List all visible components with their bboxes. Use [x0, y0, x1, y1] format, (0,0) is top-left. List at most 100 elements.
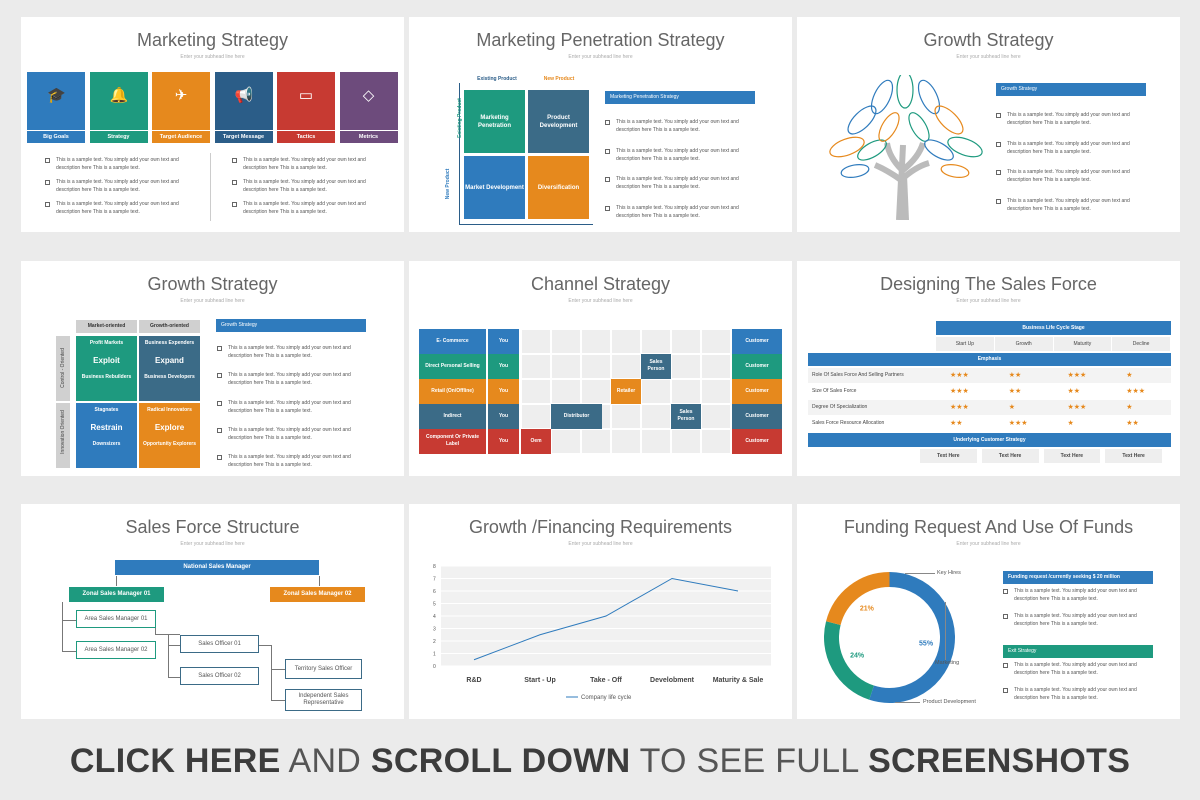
- slide-marketing-strategy[interactable]: Marketing Strategy Enter your subhead li…: [21, 17, 404, 232]
- strategy-tile: ✈: [152, 72, 210, 130]
- grid-cell: [521, 404, 551, 429]
- slide-title: Funding Request And Use Of Funds: [843, 517, 1134, 537]
- strategy-tile-label: Strategy: [89, 131, 148, 143]
- intermediary-cell: Oem: [521, 429, 551, 454]
- connector: [271, 669, 285, 670]
- slide-title: Designing The Sales Force: [880, 274, 1097, 294]
- slide-growth-strategy-matrix[interactable]: Growth Strategy Enter your subhead line …: [21, 261, 404, 476]
- cta-click-here[interactable]: CLICK HERE: [69, 742, 281, 780]
- connector: [116, 576, 117, 586]
- y-tick-label: 2: [433, 639, 436, 645]
- cta-screenshots: SCREENSHOTS: [868, 742, 1131, 780]
- video-camera-icon: ▭: [298, 87, 314, 104]
- bullet-text: This is a sample text. You simply add yo…: [996, 140, 1152, 156]
- grid-cell: [521, 354, 551, 379]
- grid-cell: [671, 354, 701, 379]
- channel-label: Direct Personal Selling: [419, 354, 486, 379]
- bullet-text: This is a sample text. You simply add yo…: [1003, 587, 1154, 603]
- grid-cell: [581, 329, 611, 354]
- customer-cell: Customer: [732, 379, 782, 404]
- col-header: Market-oriented: [76, 320, 137, 333]
- stage-header: Business Life Cycle Stage: [936, 321, 1171, 335]
- grid-cell: [611, 429, 641, 454]
- grid-cell: [521, 329, 551, 354]
- callout-line: [895, 702, 920, 703]
- star-rating: ★: [1112, 400, 1171, 415]
- callout-line: [945, 602, 946, 660]
- grid-cell: [551, 329, 581, 354]
- grid-cell: [641, 404, 671, 429]
- col-header: Existing Product: [477, 76, 517, 82]
- star-rating: ★★: [1053, 384, 1113, 399]
- megaphone-icon: 📢: [234, 87, 254, 104]
- callout-product-development: Product Development: [923, 699, 976, 705]
- quadrant-exploit: Profit Markets Exploit Business Rebuilde…: [76, 336, 137, 401]
- row-header-bg: [56, 403, 70, 468]
- slice-label: 21%: [860, 605, 875, 612]
- grid-cell: [551, 429, 581, 454]
- slice-label: 24%: [850, 652, 865, 659]
- col-header: New Product: [543, 76, 575, 82]
- star-rating: ★: [1112, 368, 1171, 383]
- star-rating: ★: [994, 400, 1054, 415]
- bullet-text: This is a sample text. You simply add yo…: [217, 399, 373, 415]
- grid-cell: [551, 379, 581, 404]
- callout-key-hires: Key Hires: [937, 570, 961, 576]
- slide-growth-strategy-tree[interactable]: Growth Strategy Enter your subhead line …: [797, 17, 1180, 232]
- callout-line: [905, 573, 935, 574]
- stage-label: Decline: [1112, 337, 1170, 351]
- grid-cell: [701, 354, 731, 379]
- slide-designing-sales-force[interactable]: Designing The Sales Force Enter your sub…: [797, 261, 1180, 476]
- slide-title: Marketing Penetration Strategy: [476, 30, 725, 50]
- strategy-tile: 🔔: [89, 72, 148, 130]
- slide-channel-strategy[interactable]: Channel Strategy Enter your subhead line…: [409, 261, 792, 476]
- bullet-text: This is a sample text. You simply add yo…: [217, 344, 373, 360]
- grid-cell: [701, 379, 731, 404]
- cta-scroll-down: SCROLL DOWN: [370, 742, 631, 780]
- independent-sales-rep-box: Independent Sales Representative: [285, 689, 362, 711]
- text-here-cell: Text Here: [981, 449, 1039, 463]
- slide-funding-request[interactable]: Funding Request And Use Of Funds Enter y…: [797, 504, 1180, 719]
- x-tick-label: R&D: [466, 677, 481, 684]
- row-header: Innovation Oriented: [60, 410, 66, 454]
- y-axis-line: [459, 83, 460, 225]
- call-to-action-banner[interactable]: CLICK HERE AND SCROLL DOWN TO SEE FULL S…: [0, 742, 1200, 781]
- sales-officer-02-box: Sales Officer 02: [180, 667, 259, 685]
- cta-text: TO SEE FULL: [630, 742, 869, 780]
- grid-cell: [671, 329, 701, 354]
- slide-sales-force-structure[interactable]: Sales Force Structure Enter your subhead…: [21, 504, 404, 719]
- grid-cell: [521, 379, 551, 404]
- y-tick-label: 8: [433, 564, 436, 570]
- star-rating: ★: [1053, 416, 1113, 431]
- slide-marketing-penetration-strategy[interactable]: Marketing Penetration Strategy Enter you…: [409, 17, 792, 232]
- grid-cell: [671, 379, 701, 404]
- emphasis-header: Emphasis: [808, 353, 1171, 366]
- you-cell: You: [488, 429, 519, 454]
- slide-growth-financing-requirements[interactable]: Growth /Financing Requirements Enter you…: [409, 504, 792, 719]
- grid-cell: [581, 429, 611, 454]
- bullet-text: This is a sample text. You simply add yo…: [605, 147, 761, 163]
- connector: [155, 634, 180, 635]
- slide-subhead: Enter your subhead line here: [180, 298, 245, 304]
- star-rating: ★★★: [936, 368, 995, 383]
- quadrant-expand: Business Expenders Expand Business Devel…: [139, 336, 200, 401]
- slide-subhead: Enter your subhead line here: [180, 54, 245, 60]
- star-rating: ★★★: [936, 400, 995, 415]
- x-tick-label: Develobment: [650, 677, 695, 684]
- star-rating: ★★★: [1053, 368, 1113, 383]
- row-header-bg: [56, 336, 70, 401]
- grid-cell: [701, 404, 731, 429]
- stage-label: Growth: [994, 337, 1053, 351]
- intermediary-cell: Sales Person: [671, 404, 701, 429]
- quadrant-diversification: Diversification: [528, 156, 589, 219]
- row-header: New Product: [445, 168, 451, 200]
- cta-text: AND: [280, 742, 371, 780]
- slide-subhead: Enter your subhead line here: [568, 298, 633, 304]
- y-tick-label: 3: [433, 627, 436, 633]
- y-tick-label: 0: [433, 664, 436, 670]
- star-rating: ★★: [1112, 416, 1171, 431]
- bullet-text: This is a sample text. You simply add yo…: [996, 168, 1152, 184]
- slide-title: Sales Force Structure: [125, 517, 300, 537]
- strategy-tile-label: Metrics: [339, 131, 398, 143]
